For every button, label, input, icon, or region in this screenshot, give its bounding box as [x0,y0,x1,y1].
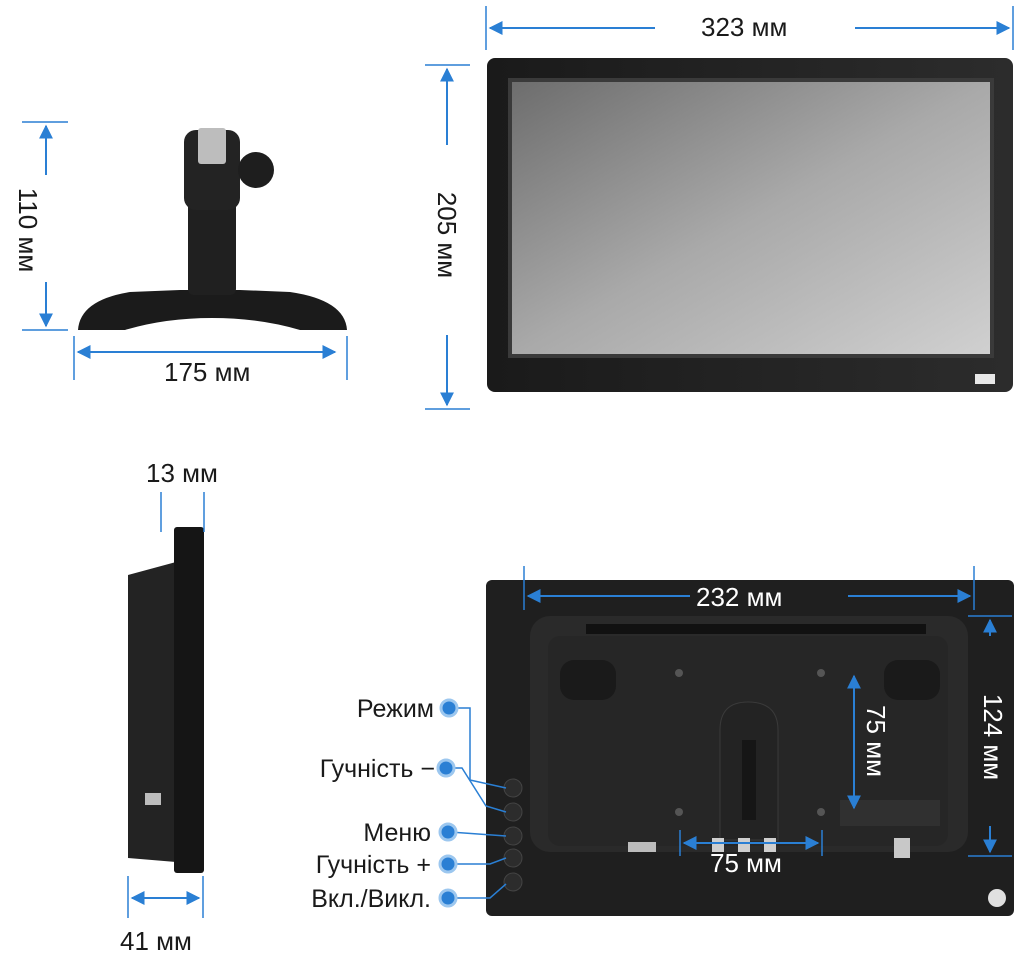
side-top-depth-label: 13 мм [142,458,222,488]
vesa-horizontal-label: 75 мм [710,848,782,878]
side-bottom-depth-label: 41 мм [116,926,196,956]
side-bottom-depth-arrow [127,876,204,918]
rear-height-label: 124 мм [978,693,1009,781]
screen-width-arrow [485,6,1014,50]
screen-width-label: 323 мм [697,12,792,42]
callout-leaders [448,707,507,899]
stand-width-label: 175 мм [160,357,255,387]
rear-width-arrow [523,566,975,610]
menu-button-label: Меню [363,819,431,847]
monitor-side-illustration [128,527,204,873]
stand-illustration [78,128,347,330]
monitor-front-illustration [487,58,1013,392]
rear-height-arrow [968,615,1012,857]
side-top-depth-arrow [160,492,205,532]
rear-width-label: 232 мм [696,582,783,612]
screen-height-label: 205 мм [432,187,463,283]
stand-width-arrow [73,336,348,380]
screen-height-arrow [425,64,470,410]
vesa-vertical-label: 75 мм [860,705,891,777]
callout-dot-icon [436,698,459,908]
power-button-label: Вкл./Викл. [311,885,431,913]
vesa-horizontal-arrow [679,830,823,856]
volume-down-button-label: Гучність − [319,755,435,783]
volume-up-button-label: Гучність + [315,851,431,879]
stand-height-arrow [22,121,68,331]
stand-height-label: 110 мм [13,183,44,277]
mode-button-label: Режим [356,695,434,723]
